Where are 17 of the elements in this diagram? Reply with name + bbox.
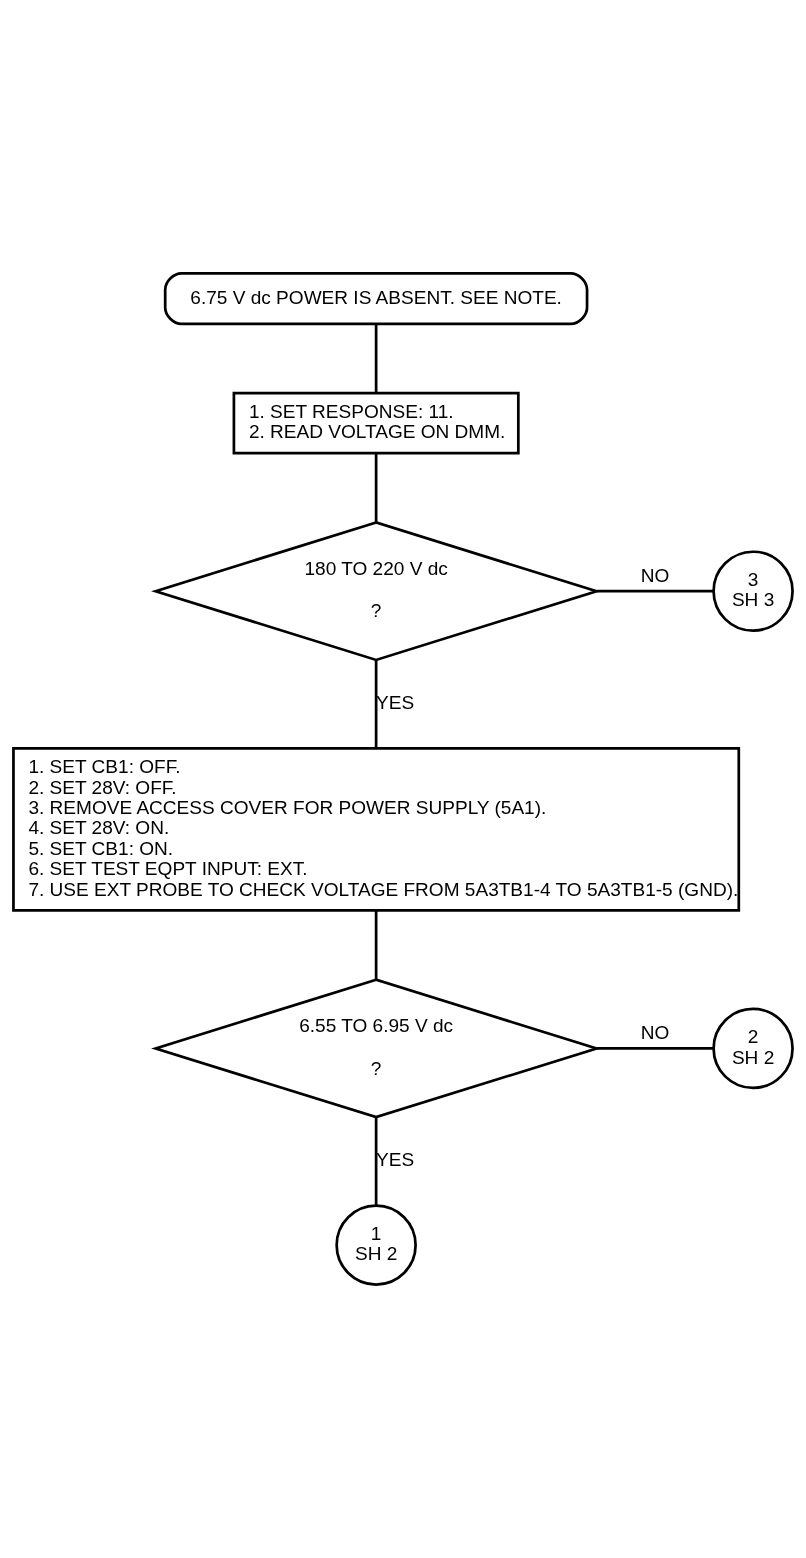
connector <box>374 910 378 980</box>
connector <box>597 1047 714 1050</box>
node-circle: 2 SH 2 <box>712 1007 794 1090</box>
edge-label: YES <box>376 692 415 714</box>
edge-label: NO <box>640 564 670 586</box>
connector <box>374 660 378 748</box>
node-circle: 3 SH 3 <box>712 550 794 633</box>
node-box: 1. SET RESPONSE: 11. 2. READ VOLTAGE ON DMM. <box>232 391 520 455</box>
connector <box>374 1117 378 1206</box>
connector <box>374 453 378 523</box>
edge-label: NO <box>640 1022 670 1044</box>
edge-label: YES <box>376 1149 415 1171</box>
connector <box>374 324 378 394</box>
node-box: 6.75 V dc POWER IS ABSENT. SEE NOTE. <box>163 272 589 326</box>
node-box: 1. SET CB1: OFF. 2. SET 28V: OFF. 3. REMOVE ACCESS COVER FOR POWER SUPPLY (5A1). 4. SET 28V: ON. 5. SET CB1: ON. 6. SET TEST EQPT INPUT: EXT. 7. USE EXT PROBE TO CHECK VOLTAGE FROM 5A3TB1-4 TO 5A3TB1-5 (GND). <box>12 747 741 912</box>
connector <box>597 589 714 593</box>
node-circle: 1 SH 2 <box>335 1204 417 1286</box>
